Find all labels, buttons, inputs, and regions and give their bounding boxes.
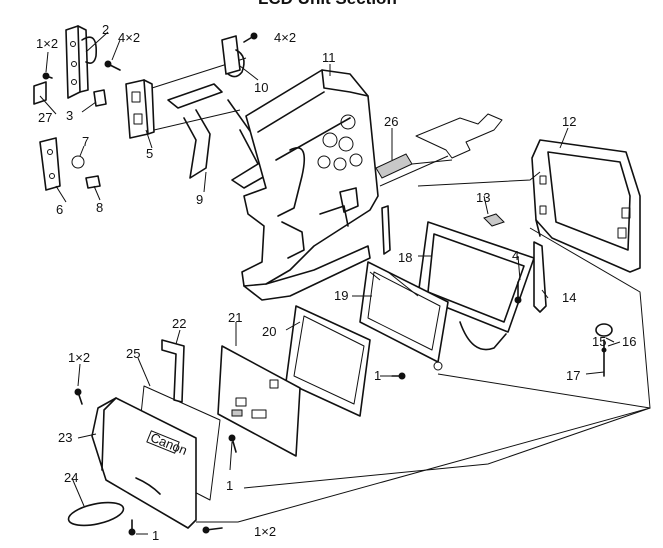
part-5-hinge (125, 79, 155, 139)
label-part-7: 7 (82, 134, 89, 149)
screw-icon (514, 281, 522, 304)
part-12-lcd-frame (531, 139, 641, 273)
label-part-26: 26 (384, 114, 398, 129)
part-7-ring (71, 155, 85, 169)
part-22-flex (161, 339, 185, 403)
screw-icon (74, 388, 83, 405)
part-3-clip (93, 89, 107, 107)
part-10-hinge (221, 35, 245, 78)
label-part-12: 12 (562, 114, 576, 129)
label-part-18: 18 (398, 250, 412, 265)
label-part-27: 27 (38, 110, 52, 125)
hinge-bracket (381, 205, 391, 255)
screw-icon (104, 60, 121, 71)
label-part-1-bottom: 1 (152, 528, 159, 543)
label-part-2: 2 (102, 22, 109, 37)
screw-icon (42, 72, 53, 80)
part-2-bracket (65, 25, 98, 99)
part-8-square (85, 175, 101, 189)
assembly-outline (369, 271, 381, 281)
screw-icon (202, 526, 223, 534)
diagram-title: LCD Unit Section (258, 0, 397, 8)
label-part-20: 20 (262, 324, 276, 339)
assembly-outline (243, 407, 651, 489)
label-part-23: 23 (58, 430, 72, 445)
label-part-16: 16 (622, 334, 636, 349)
screw-icon (391, 372, 406, 380)
label-part-15: 15 (592, 334, 606, 349)
part-6-side-plate (39, 137, 61, 191)
label-part-21: 21 (228, 310, 242, 325)
label-part-13: 13 (476, 190, 490, 205)
label-qty-1x2-top: 1×2 (36, 36, 58, 51)
assembly-outline (387, 271, 419, 297)
label-part-9: 9 (196, 192, 203, 207)
part-23-front-cover: Canon (91, 397, 197, 529)
assembly-outline (196, 407, 651, 523)
label-qty-4x2-left: 4×2 (118, 30, 140, 45)
label-part-22: 22 (172, 316, 186, 331)
part-24-lens-cover (67, 501, 125, 527)
screw-icon (243, 32, 258, 43)
part-15-knob (595, 323, 613, 337)
label-part-19: 19 (334, 288, 348, 303)
part-19-circuit-board (359, 261, 449, 371)
assembly-outline (417, 171, 541, 187)
screw-icon (128, 519, 136, 536)
label-part-24: 24 (64, 470, 78, 485)
label-part-10: 10 (254, 80, 268, 95)
part-13-block (483, 213, 505, 227)
assembly-outline (437, 227, 651, 409)
label-part-4: 4 (512, 248, 519, 263)
label-part-25: 25 (126, 346, 140, 361)
label-qty-1x2-bottom: 1×2 (254, 524, 276, 539)
part-14-bracket (533, 241, 547, 313)
part-16-17-pin (601, 339, 607, 377)
label-part-3: 3 (66, 108, 73, 123)
part-21-main-pcb (217, 345, 301, 457)
label-qty-4x2-top: 4×2 (274, 30, 296, 45)
screw-icon (228, 434, 237, 453)
label-part-11: 11 (322, 50, 336, 65)
part-11-lcd-housing (241, 69, 379, 301)
label-part-1-mid: 1 (374, 368, 381, 383)
protective-sheet (415, 113, 503, 159)
part-20-shield (285, 305, 371, 417)
label-part-14: 14 (562, 290, 576, 305)
label-part-6: 6 (56, 202, 63, 217)
label-part-8: 8 (96, 200, 103, 215)
part-27-plate (33, 81, 47, 105)
label-part-5: 5 (146, 146, 153, 161)
label-part-1-lower: 1 (226, 478, 233, 493)
label-qty-1x2-left: 1×2 (68, 350, 90, 365)
label-part-17: 17 (566, 368, 580, 383)
